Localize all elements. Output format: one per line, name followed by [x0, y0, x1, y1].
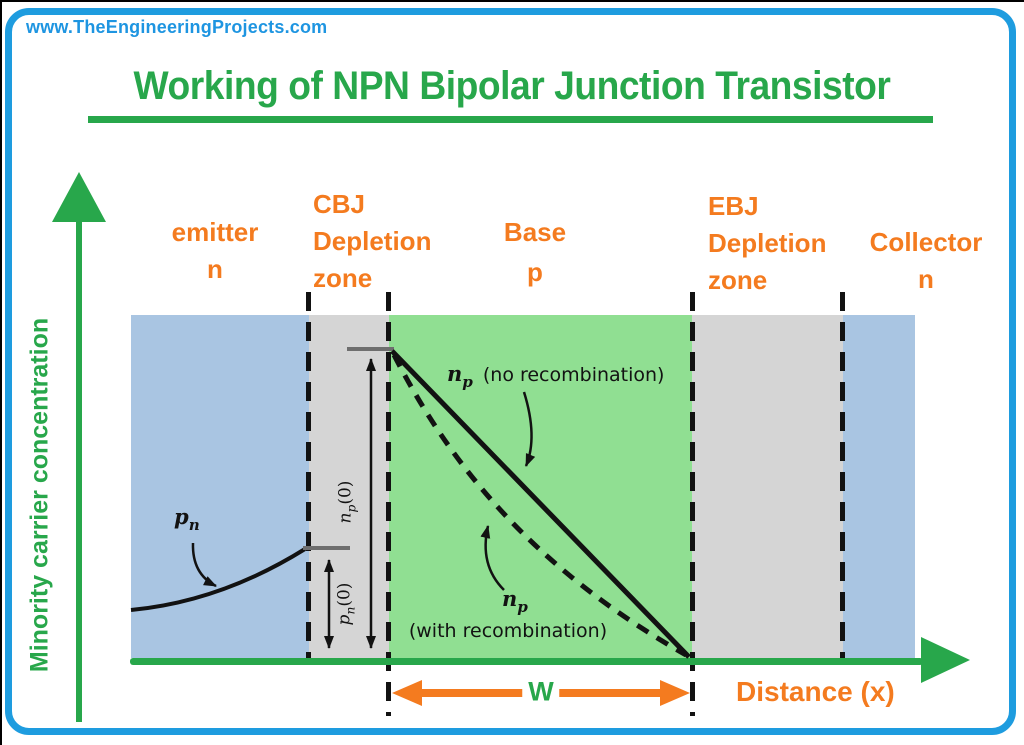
region-label-cbj-line2: Depletion [313, 226, 432, 256]
pn0-label: pn(0) [335, 583, 358, 626]
pn0-symbol: p [334, 614, 355, 626]
region-label-ebj-line1: EBJ [708, 191, 759, 221]
band-emitter [131, 315, 309, 658]
np-subscript: p [462, 373, 473, 392]
pn0-suffix: (0) [334, 582, 355, 607]
region-label-cbj: CBJ Depletion zone [313, 186, 431, 297]
page-border-frame [5, 8, 1016, 735]
region-label-base-line1: Base [503, 217, 567, 247]
junction-dashed-line-1 [306, 292, 311, 658]
junction-dashed-line-2 [386, 292, 391, 716]
page-title: Working of NPN Bipolar Junction Transist… [133, 64, 891, 108]
with-recombination-text: (with recombination) [408, 620, 608, 642]
region-label-ebj: EBJ Depletion zone [708, 188, 826, 299]
pn-curve-label: pn [174, 504, 200, 534]
x-axis-arrowhead-icon [921, 637, 970, 683]
base-width-arrow: W [392, 676, 690, 708]
y-axis-line [76, 219, 82, 722]
no-recombination-label: np (no recombination) [447, 361, 664, 391]
region-label-collector-line2: n [918, 264, 934, 294]
x-axis-line [130, 658, 923, 665]
width-arrowhead-right-icon [660, 680, 690, 706]
region-label-ebj-line3: zone [708, 265, 768, 295]
np-symbol: n [447, 361, 463, 386]
region-label-ebj-line2: Depletion [708, 228, 827, 258]
np0-subscript: p [344, 504, 359, 513]
x-axis-label: Distance (x) [736, 676, 895, 707]
left-edge-line [0, 0, 2, 745]
watermark: www.TheEngineeringProjects.com [26, 17, 328, 37]
region-label-base-line2: p [527, 257, 543, 287]
region-label-cbj-line1: CBJ [313, 189, 366, 219]
region-label-emitter: emitter n [135, 214, 295, 288]
band-collector [843, 315, 915, 658]
junction-dashed-line-3 [690, 292, 695, 716]
pn-symbol: p [174, 504, 189, 529]
y-axis-label: Minority carrier concentration [25, 317, 54, 673]
region-label-base: Base p [470, 212, 600, 292]
pn0-subscript: n [343, 606, 358, 615]
with-recombination-symbol: np [502, 586, 528, 616]
base-width-label: W [522, 676, 560, 708]
pn-subscript: n [188, 516, 200, 535]
top-edge-line [0, 0, 1024, 2]
title-underline [88, 116, 933, 123]
region-label-cbj-line3: zone [313, 263, 373, 293]
y-axis-arrowhead-icon [52, 172, 106, 222]
np-subscript: p [517, 598, 528, 617]
junction-dashed-line-4 [840, 292, 845, 658]
region-label-collector: Collector n [851, 224, 1001, 298]
no-recombination-text: (no recombination) [482, 364, 665, 386]
band-ebj-depletion [692, 315, 843, 658]
np0-label: np(0) [336, 481, 359, 524]
region-label-emitter-line2: n [207, 254, 223, 284]
np0-symbol: n [335, 512, 356, 524]
np0-suffix: (0) [335, 480, 356, 505]
np-symbol: n [502, 586, 518, 611]
region-label-emitter-line1: emitter [171, 217, 259, 247]
region-label-collector-line1: Collector [869, 227, 983, 257]
